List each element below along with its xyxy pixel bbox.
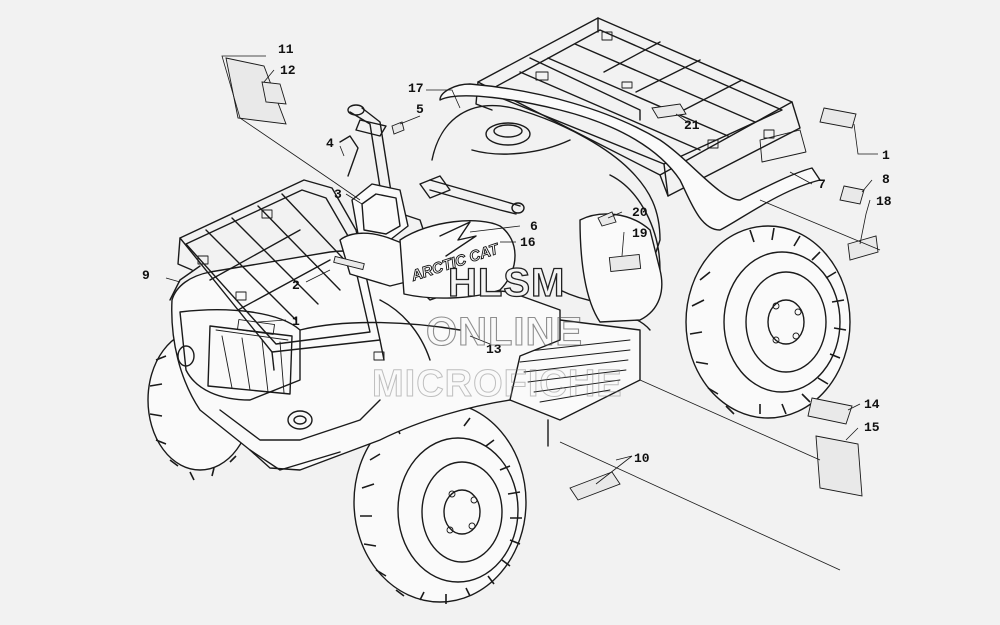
front-right-wheel <box>353 401 527 604</box>
callout-11: 11 <box>278 42 294 57</box>
rear-rack <box>475 17 807 197</box>
callout-15: 15 <box>864 420 880 435</box>
decal-20 <box>597 211 617 227</box>
handlebar <box>339 104 525 251</box>
decal-15 <box>815 435 863 497</box>
callout-1-front: 1 <box>292 314 300 329</box>
decal-21 <box>651 103 687 119</box>
callout-19: 19 <box>632 226 648 241</box>
callout-2: 2 <box>292 278 300 293</box>
callout-20: 20 <box>632 205 648 220</box>
callout-14: 14 <box>864 397 880 412</box>
watermark-line-3: MICROFICHE <box>372 363 623 405</box>
decal-12 <box>261 81 287 105</box>
callout-16: 16 <box>520 235 536 250</box>
leader-lines <box>165 55 881 571</box>
rear-wheel <box>685 225 851 419</box>
decal-19 <box>608 253 642 273</box>
callout-18: 18 <box>876 194 892 209</box>
watermark: HLSM ONLINE MICROFICHE <box>372 260 623 405</box>
callout-17: 17 <box>408 81 424 96</box>
callout-10: 10 <box>634 451 650 466</box>
side-fairing: ARCTIC CAT <box>399 220 516 299</box>
callout-5: 5 <box>416 102 424 117</box>
decal-18 <box>847 235 879 261</box>
callouts: 11 12 17 5 4 21 1 3 7 8 18 20 6 19 16 9 … <box>142 42 892 466</box>
callout-1-rear: 1 <box>882 148 890 163</box>
watermark-line-2: ONLINE <box>426 310 583 354</box>
callout-4: 4 <box>326 136 334 151</box>
decal-10 <box>569 471 621 501</box>
watermark-line-1: HLSM <box>448 261 565 305</box>
decal-5 <box>391 121 405 135</box>
callout-13: 13 <box>486 342 502 357</box>
decal-14 <box>807 397 853 425</box>
callout-3: 3 <box>334 187 342 202</box>
callout-8: 8 <box>882 172 890 187</box>
callout-21: 21 <box>684 118 700 133</box>
decal-1-rear <box>819 107 857 129</box>
callout-12: 12 <box>280 63 296 78</box>
callout-9: 9 <box>142 268 150 283</box>
decal-8 <box>839 185 865 205</box>
callout-7: 7 <box>818 177 826 192</box>
callout-6: 6 <box>530 219 538 234</box>
front-body <box>169 250 561 471</box>
